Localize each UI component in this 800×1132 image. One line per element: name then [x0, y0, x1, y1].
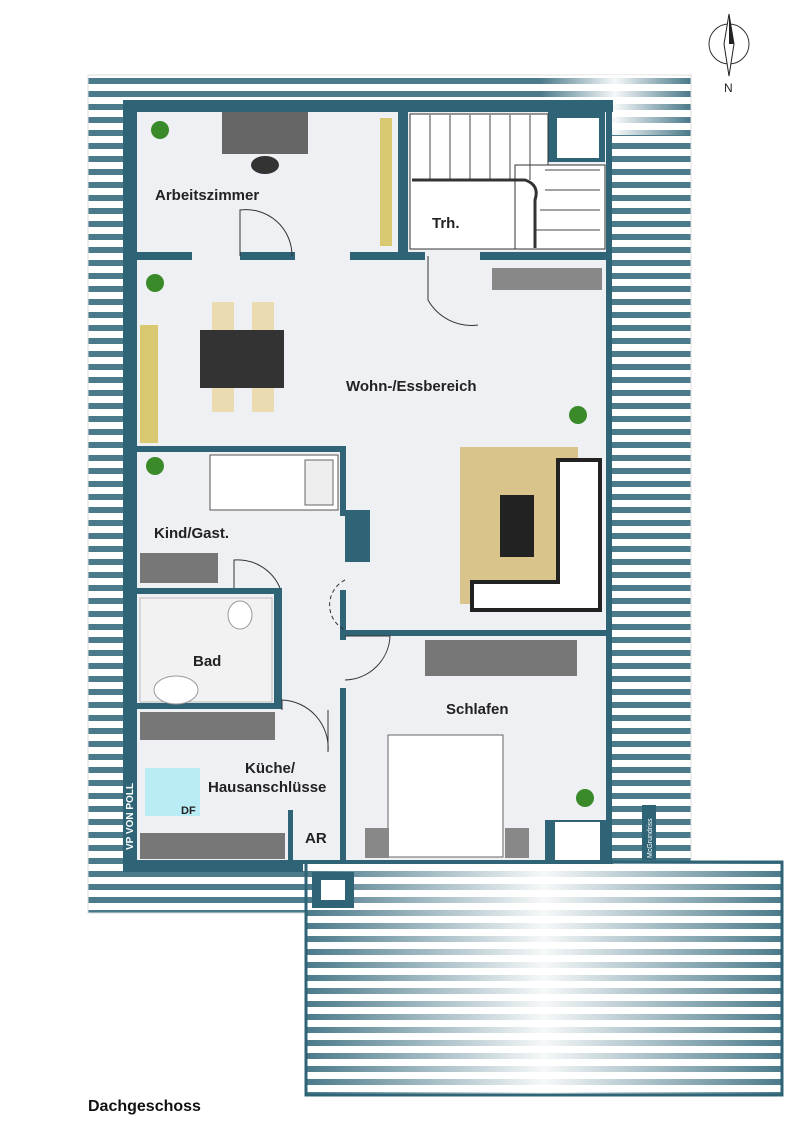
room-label-arbeitszimmer: Arbeitszimmer [155, 187, 259, 204]
room-label-wohn-ess: Wohn-/Essbereich [346, 378, 477, 395]
compass-north-label: N [724, 81, 733, 95]
room-label-kind-gast: Kind/Gast. [154, 525, 229, 542]
terrace [304, 860, 784, 1097]
brand-tag: McGrundriss [647, 818, 654, 858]
room-label-schlafen: Schlafen [446, 701, 509, 718]
room-label-treppenhaus: Trh. [432, 215, 460, 232]
compass-icon [708, 13, 750, 77]
room-label-kueche: Küche/ [245, 760, 296, 777]
furniture [139, 112, 602, 859]
doors [233, 209, 479, 753]
plan-title: Dachgeschoss [88, 1098, 201, 1115]
room-label-ar: AR [305, 830, 327, 847]
room-label-bad: Bad [193, 653, 221, 670]
walls [123, 100, 613, 872]
room-label-hausanschluesse: Hausanschlüsse [208, 779, 326, 796]
brand-logo: VP VON POLL [125, 783, 136, 850]
skylight-label: DF [181, 805, 196, 817]
staircase [409, 113, 606, 250]
